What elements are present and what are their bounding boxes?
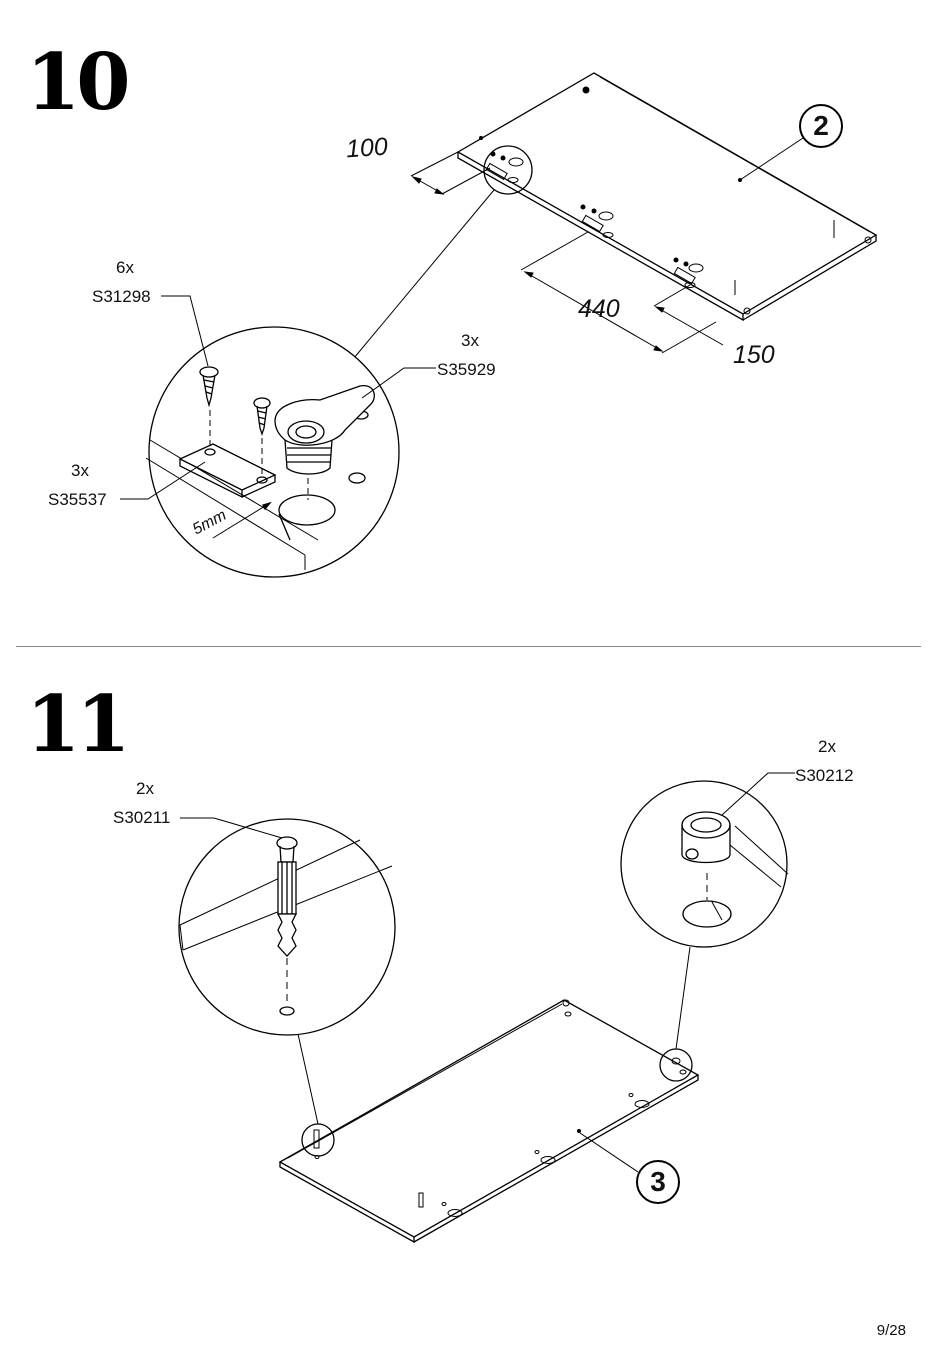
screw-quantity: 6x [116,258,134,277]
detail-circle-bolt [178,818,396,1036]
detail-circle-cam [620,780,789,948]
dim-440-lines [520,231,724,354]
plate-code: S35537 [48,490,107,509]
panel-2-fittings [479,86,872,315]
dimension-150: 150 [733,341,775,369]
page-number: 9/28 [876,1322,906,1339]
leader-plate [120,461,206,500]
detail-circle-step10 [145,326,400,578]
screw-code: S31298 [92,287,151,306]
plate-quantity: 3x [71,461,89,480]
leader-bolt [180,817,283,839]
cam-quantity-11: 2x [818,737,836,756]
leader-screw [161,295,209,367]
panel-3-outline [278,999,700,1244]
detail-leader-line [353,189,495,359]
panel-3-fittings [313,999,687,1217]
cam-code-11: S30212 [795,766,854,785]
dim-100-lines [410,151,491,195]
part-number-badge-2: 2 [799,104,843,148]
step-10-number: 10 [26,37,131,128]
cam-lock [274,385,375,500]
dimension-440: 440 [578,295,620,323]
screw-left [199,366,219,450]
cam-code: S35929 [437,360,496,379]
part-number-badge-3: 3 [636,1160,680,1204]
leader-cam-11 [721,772,795,816]
detail-callout-small [483,145,533,195]
step-divider [16,646,921,647]
cam-quantity: 3x [461,331,479,350]
leader-cam [361,367,436,399]
panel-2-outline [456,72,878,322]
step-11-number: 11 [26,679,131,770]
screw-right [253,397,271,478]
bolt-quantity: 2x [136,779,154,798]
bolt-code: S30211 [113,808,171,827]
